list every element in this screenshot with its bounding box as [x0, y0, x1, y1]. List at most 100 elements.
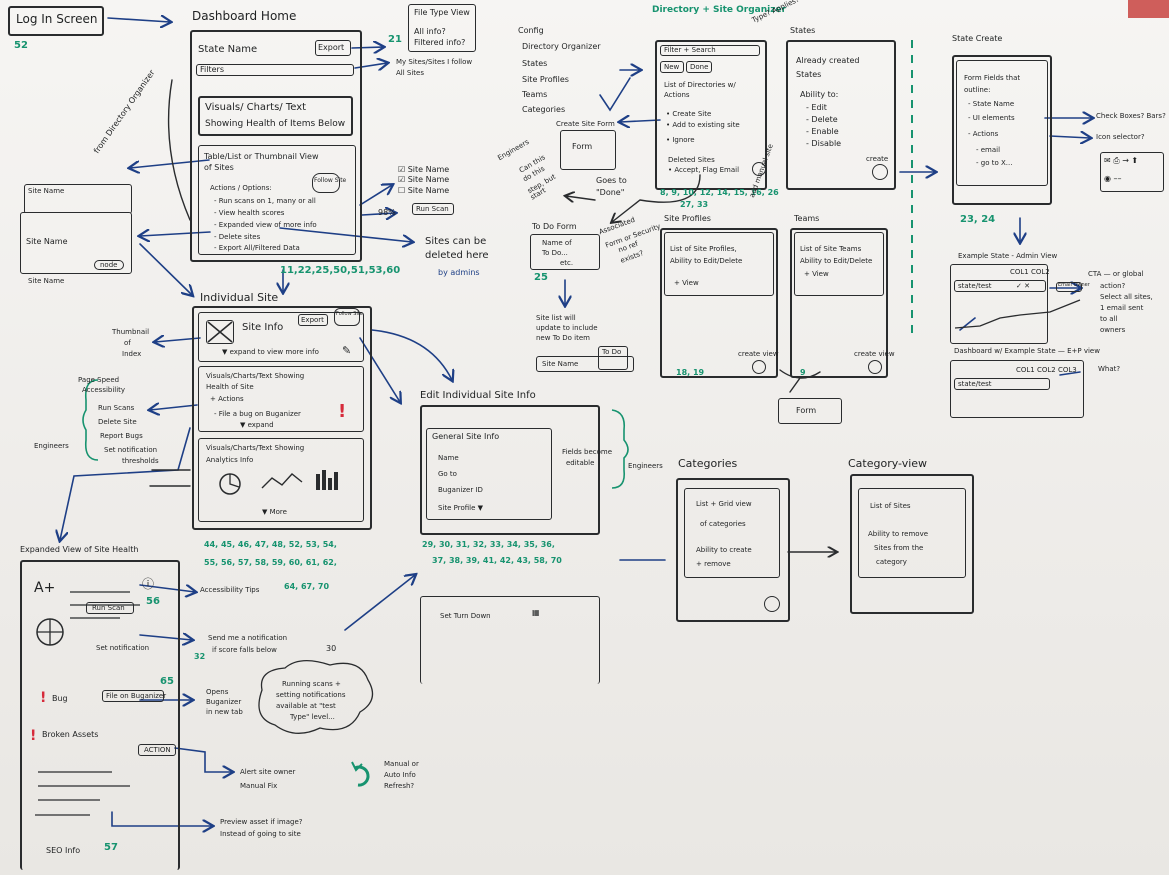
dashboard-title: Dashboard Home — [192, 9, 297, 23]
state-create-f1: - State Name — [968, 100, 1015, 108]
states-l1: Already created — [796, 56, 860, 65]
todo-row[interactable] — [536, 356, 634, 372]
categories-title: Categories — [678, 457, 738, 470]
dashboard-percent: 98% — [378, 208, 396, 217]
individual-expand: ▼ expand to view more info — [222, 348, 319, 356]
eng-engineers: Engineers — [34, 442, 69, 450]
categories-add-button[interactable] — [764, 596, 780, 612]
dashboard-table-2: of Sites — [204, 163, 234, 172]
side-card-2 — [20, 212, 132, 274]
individual-bug: - File a bug on Buganizer — [214, 410, 301, 418]
thumb-note-2: of — [124, 339, 131, 347]
example-state-cols: COL1 COL2 — [1010, 268, 1050, 276]
check-item-3[interactable]: ☐ Site Name — [398, 186, 450, 195]
dir-org-tab-done[interactable] — [686, 61, 712, 73]
state-create-check: Check Boxes? Bars? — [1096, 112, 1166, 120]
dashboard-filters[interactable] — [196, 64, 354, 76]
dash-example-row[interactable] — [954, 378, 1050, 390]
expanded-run-scan-button[interactable] — [86, 602, 134, 614]
dir-org-filter-label: Filter + Search — [664, 46, 716, 54]
todo-row-badge[interactable] — [598, 346, 628, 370]
example-state-row[interactable] — [954, 280, 1046, 292]
expanded-seo: SEO Info — [46, 846, 81, 855]
individual-export-button[interactable] — [298, 314, 328, 326]
send-note-2: if score falls below — [212, 646, 277, 654]
cat-view-inner — [858, 488, 966, 578]
profiles-create-button[interactable] — [752, 360, 766, 374]
check-item-1[interactable]: ☑ Site Name — [398, 165, 450, 174]
dashboard-opt-1: - Run scans on 1, many or all — [214, 197, 316, 205]
edit-profile[interactable]: Site Profile ▼ — [438, 504, 484, 512]
create-form-goes: Goes to — [596, 176, 627, 185]
teams-create-button[interactable] — [868, 360, 882, 374]
expanded-action-button[interactable] — [138, 744, 176, 756]
deleted-note-1: Sites can be — [425, 236, 487, 247]
state-create-numbers: 23, 24 — [960, 214, 996, 225]
example-state-check: ✓ ✕ — [1016, 282, 1030, 290]
teams-l2: Ability to Edit/Delete — [800, 257, 873, 265]
example-state-email-button[interactable] — [1056, 282, 1082, 292]
individual-edit-icon[interactable]: ✎ — [342, 344, 352, 357]
dash-example-cols: COL1 COL2 COL3 — [1016, 366, 1077, 374]
states-create-button[interactable] — [872, 164, 888, 180]
dashboard-export-button[interactable] — [315, 40, 351, 56]
dashboard-actions: Actions / Options: — [210, 184, 272, 192]
individual-v4: Visuals/Charts/Text Showing — [206, 444, 305, 452]
individual-frame — [192, 306, 372, 530]
dir-org-title: Directory + Site Organizer — [652, 5, 787, 15]
dashboard-export-label: Export — [318, 43, 345, 52]
dashboard-by-admins: by admins — [438, 268, 480, 277]
dashboard-follow-button[interactable] — [312, 173, 340, 193]
profiles-title: Site Profiles — [664, 214, 711, 223]
example-state-cta-1: CTA — or global — [1088, 270, 1144, 278]
individual-v1: Visuals/Charts/Text Showing — [206, 372, 305, 380]
individual-thumbnail — [206, 320, 234, 344]
help-icon[interactable]: ⓘ — [142, 577, 155, 591]
thumb-note-1: Thumbnail — [112, 328, 150, 336]
state-create-f3: - Actions — [968, 130, 999, 138]
check-item-2[interactable]: ☑ Site Name — [398, 175, 450, 184]
dashboard-filters-label: Filters — [200, 65, 224, 74]
example-state-cta-3: Select all sites, — [1100, 293, 1153, 301]
individual-follow-button[interactable] — [334, 308, 360, 326]
edit-fields-1: Fields become — [562, 448, 613, 456]
cat-view-l1: List of Sites — [870, 502, 911, 510]
dir-org-filter-search[interactable] — [660, 45, 760, 56]
side-card-3-label: Site Name — [28, 277, 65, 285]
state-create-f4: - email — [976, 146, 1001, 154]
profiles-l1: List of Site Profiles, — [670, 245, 737, 253]
expanded-file-bug-button[interactable] — [102, 690, 164, 702]
dashboard-opt-5: - Export All/Filtered Data — [214, 244, 300, 252]
individual-nums-2: 55, 56, 57, 58, 59, 60, 61, 62, — [204, 558, 337, 567]
states-l3: Ability to: — [800, 90, 839, 99]
profiles-frame — [660, 228, 778, 378]
state-create-title: State Create — [952, 34, 1003, 43]
thumb-note-3: Index — [122, 350, 142, 358]
teams-title: Teams — [794, 214, 820, 223]
cat-view-l4: category — [876, 558, 907, 566]
categories-l2: of categories — [700, 520, 746, 528]
profiles-numbers: 18, 19 — [676, 368, 705, 377]
dashboard-run-scan-button[interactable] — [412, 203, 454, 215]
alert-note-1: Alert site owner — [240, 768, 296, 776]
dir-org-deleted: Deleted Sites — [668, 156, 715, 164]
states-e3: - Enable — [806, 127, 839, 136]
profiles-l2: Ability to Edit/Delete — [670, 257, 743, 265]
individual-nums-3: 64, 67, 70 — [284, 582, 330, 591]
eng-report: Report Bugs — [100, 432, 143, 440]
dir-org-add-button[interactable] — [752, 162, 766, 176]
dir-org-tab-new[interactable] — [660, 61, 684, 73]
profiles-l3: + View — [674, 279, 699, 287]
edit-goto: Go to — [438, 470, 457, 478]
dashboard-visuals-2: Showing Health of Items Below — [205, 119, 346, 129]
side-card-node[interactable] — [94, 260, 124, 270]
icon-selector-box[interactable] — [1100, 152, 1164, 192]
individual-v5: Analytics Info — [206, 456, 254, 464]
dir-org-action-1: • Create Site — [666, 110, 712, 118]
example-state-email-label: Email Owner — [1058, 282, 1090, 288]
individual-follow-label: Follow Site — [336, 311, 363, 317]
calendar-icon[interactable]: ▦ — [532, 608, 540, 617]
preview-note-2: Instead of going to site — [220, 830, 301, 838]
check-item-1-label: Site Name — [407, 165, 450, 174]
dashboard-opt-4: - Delete sites — [214, 233, 261, 241]
